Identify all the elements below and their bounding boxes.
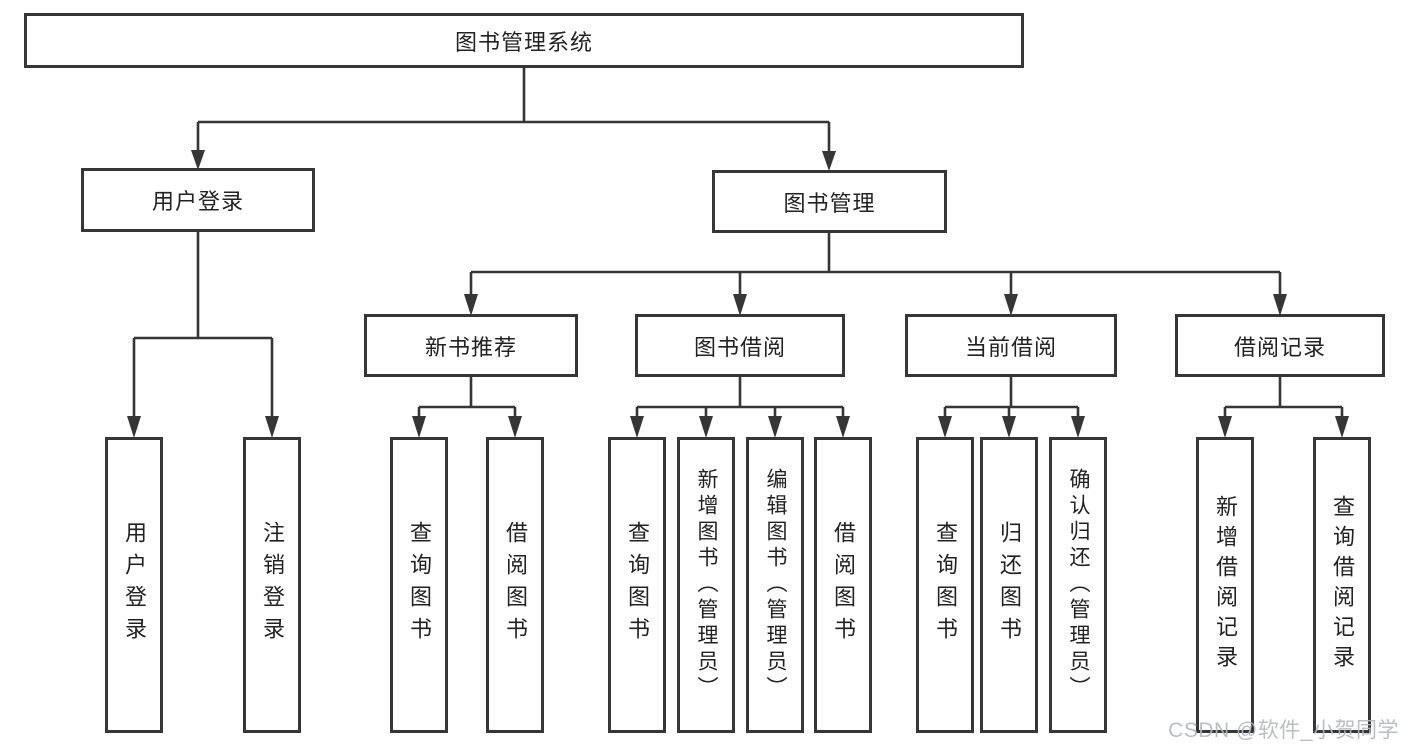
node-book-management-module: 图书管理 — [712, 170, 947, 233]
node-leaf-query-borrow-record: 查询借阅记录 — [1313, 437, 1371, 733]
arrowheads — [127, 150, 1349, 438]
node-leaf-add-books-admin: 新增图书（管理员） — [677, 437, 735, 733]
node-leaf-add-borrow-record: 新增借阅记录 — [1196, 437, 1254, 733]
node-leaf-edit-books-admin: 编辑图书（管理员） — [746, 437, 804, 733]
node-current-borrowing: 当前借阅 — [905, 314, 1117, 377]
node-library-management-system: 图书管理系统 — [24, 13, 1024, 68]
node-book-borrowing: 图书借阅 — [635, 314, 845, 377]
node-leaf-confirm-return-admin: 确认归还（管理员） — [1049, 437, 1107, 733]
node-borrowing-records: 借阅记录 — [1175, 314, 1385, 377]
node-leaf-query-books-borrowing: 查询图书 — [608, 437, 666, 733]
node-new-book-recommendation: 新书推荐 — [364, 314, 578, 377]
node-leaf-user-login: 用户登录 — [105, 437, 163, 733]
node-leaf-logout: 注销登录 — [243, 437, 301, 733]
connector-path — [132, 68, 1344, 420]
node-leaf-borrow-books: 借阅图书 — [814, 437, 872, 733]
node-leaf-return-books: 归还图书 — [980, 437, 1038, 733]
node-leaf-query-books-recommend: 查询图书 — [390, 437, 448, 733]
node-leaf-query-books-current: 查询图书 — [916, 437, 974, 733]
node-leaf-borrow-books-recommend: 借阅图书 — [486, 437, 544, 733]
watermark: CSDN @软件_小贺同学 — [1168, 719, 1399, 742]
node-user-login-module: 用户登录 — [81, 168, 315, 232]
